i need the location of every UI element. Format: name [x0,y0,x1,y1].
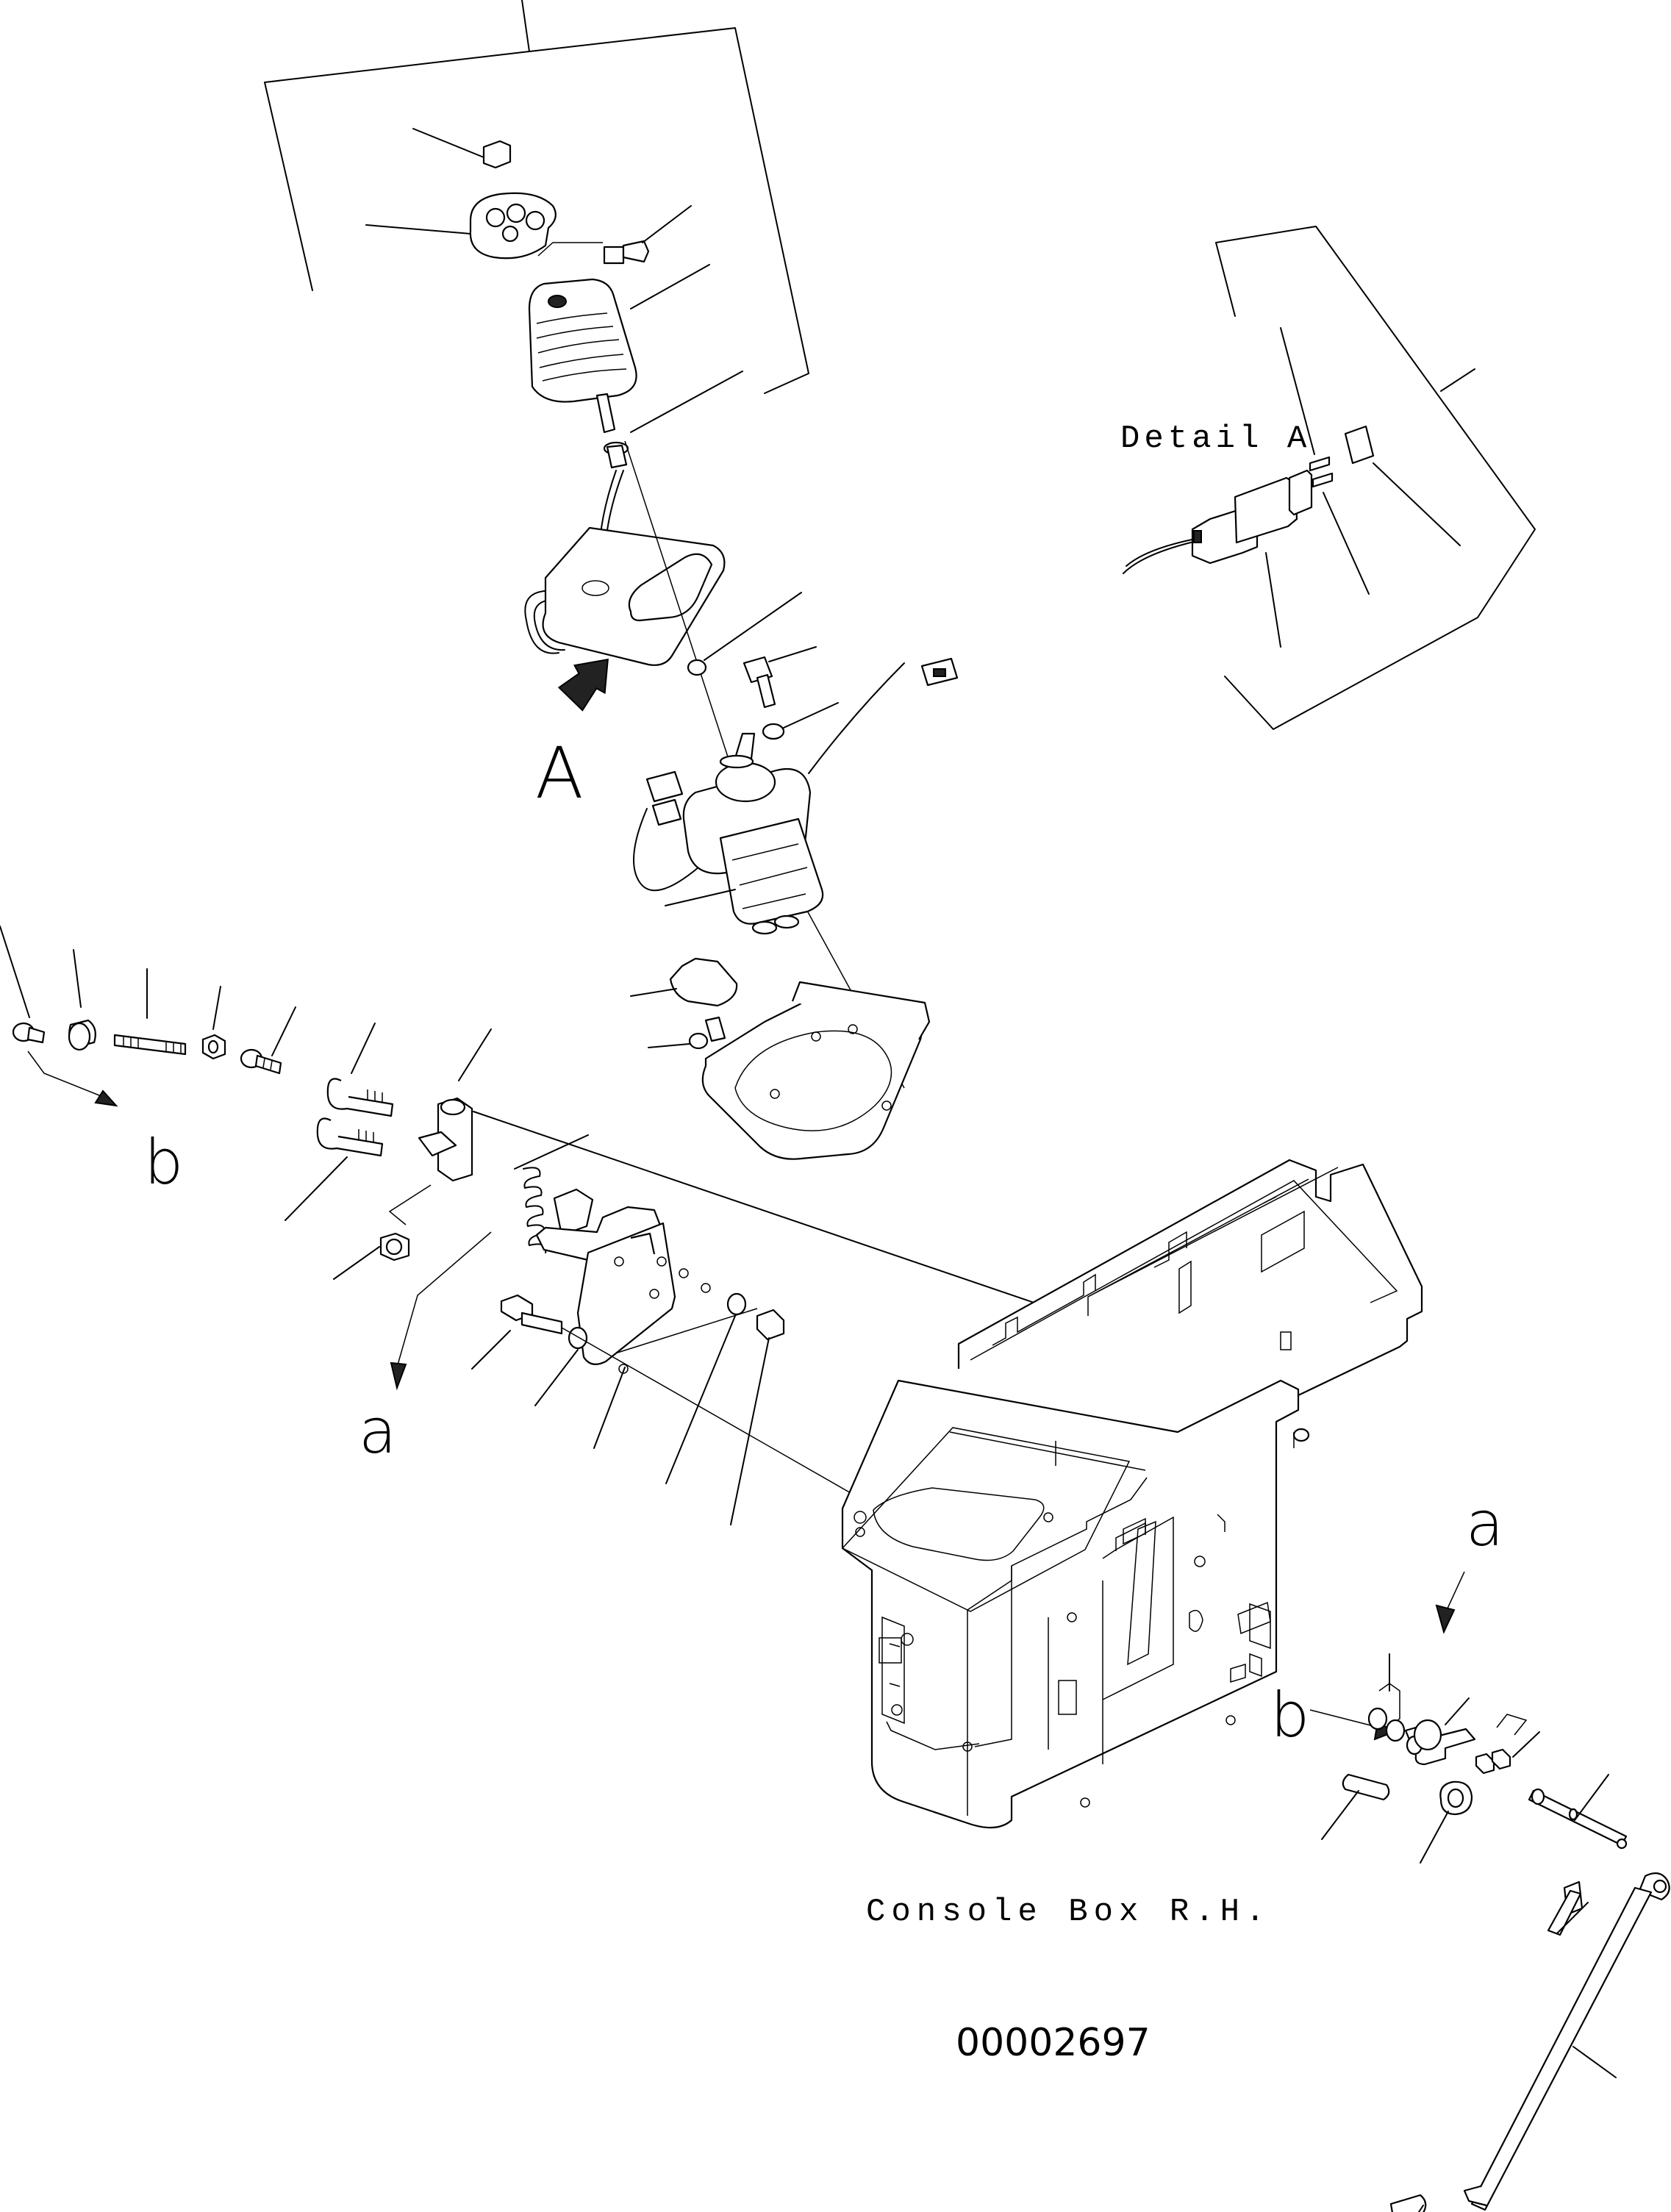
hex-nut-1 [203,1035,225,1059]
detail-a-title: Detail A [1120,420,1311,457]
spring [391,1167,546,1388]
joystick-lever-shaft [597,371,743,468]
bell-crank-block [419,1098,1051,1309]
upper-bolt-washer [688,593,838,739]
linkage-right: a b [1270,1488,1670,2212]
u-clevis-rods [285,1079,393,1221]
bracket-bolts [472,1294,857,1525]
console-box [842,1160,1422,1828]
ball-joint-end [241,1050,281,1073]
lever-mounting-plate [543,528,725,665]
view-arrow-a: A [535,659,616,815]
threaded-rod [115,1035,185,1054]
spacer-collar [69,1020,96,1050]
ref-b-left-label: b [144,1126,183,1198]
grip-screw [538,206,691,263]
small-bolt-1 [13,1023,44,1042]
drawing-number: 00002697 [956,2021,1151,2065]
joystick-group-bracket [265,0,809,393]
ref-a-right-label: a [1466,1488,1503,1560]
nut-lower [334,1185,431,1279]
motor-bracket-plate [631,959,929,1159]
ref-b-right-label: b [1270,1679,1309,1751]
joystick-grip-head [366,193,556,259]
detail-a-box: Detail A [1120,226,1535,729]
view-marker-label: A [535,732,584,815]
joystick-button-cap [413,129,510,168]
rubber-boot [529,265,709,402]
joystick-motor-unit [634,659,957,934]
lever-bracket [537,1189,757,1373]
ref-a-left-label: a [359,1395,396,1467]
assembly-caption: Console Box R.H. [866,1894,1270,1930]
ref-b-left: b [28,1051,183,1198]
hardware-leaders-left [0,926,588,1169]
